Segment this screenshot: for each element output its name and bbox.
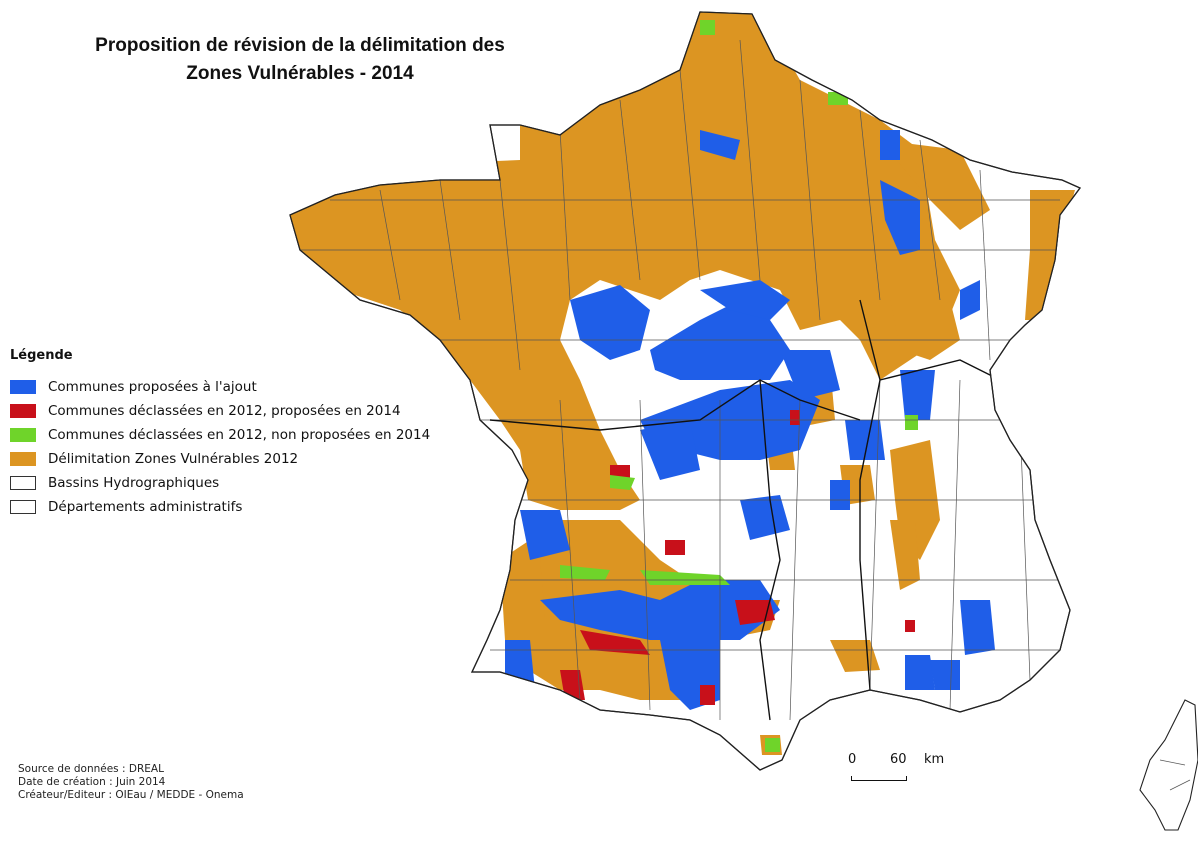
legend-swatch-outline — [10, 500, 36, 514]
scale-line — [851, 776, 907, 781]
scale-bar: 0 60 km — [846, 752, 956, 781]
legend-item-zones-2012: Délimitation Zones Vulnérables 2012 — [10, 447, 430, 471]
credits: Source de données : DREAL Date de créati… — [18, 763, 244, 802]
legend-title: Légende — [10, 348, 73, 363]
map-title: Proposition de révision de la délimitati… — [20, 32, 580, 88]
legend-swatch-green — [10, 428, 36, 442]
legend-swatch-outline — [10, 476, 36, 490]
communes-declassees-non-proposees-layer — [560, 20, 918, 752]
credit-creator: Créateur/Editeur : OIEau / MEDDE - Onema — [18, 789, 244, 801]
legend-item-bassins: Bassins Hydrographiques — [10, 471, 430, 495]
scale-zero: 0 — [848, 752, 857, 767]
legend-label: Communes déclassées en 2012, non proposé… — [48, 427, 431, 443]
legend-swatch-blue — [10, 380, 36, 394]
legend-label: Délimitation Zones Vulnérables 2012 — [48, 451, 299, 467]
legend-swatch-orange — [10, 452, 36, 466]
legend-label: Départements administratifs — [48, 499, 243, 515]
legend-item-declassees-non-proposees: Communes déclassées en 2012, non proposé… — [10, 423, 430, 447]
legend-item-ajout: Communes proposées à l'ajout — [10, 375, 430, 399]
scale-unit: km — [924, 752, 945, 767]
scale-value: 60 — [890, 752, 907, 767]
title-line-1: Proposition de révision de la délimitati… — [95, 35, 505, 56]
legend-item-departements: Départements administratifs — [10, 495, 430, 519]
bassins-boundaries — [489, 299, 1001, 721]
corsica-outline — [1139, 699, 1198, 831]
corsica-boundaries — [1159, 759, 1191, 791]
legend-item-declassees-proposees: Communes déclassées en 2012, proposées e… — [10, 399, 430, 423]
credit-date: Date de création : Juin 2014 — [18, 776, 166, 788]
legend-label: Bassins Hydrographiques — [48, 475, 220, 491]
title-line-2: Zones Vulnérables - 2014 — [186, 63, 414, 84]
communes-ajout-layer — [505, 130, 1020, 710]
zone-layers — [290, 12, 1075, 755]
legend-label: Communes proposées à l'ajout — [48, 379, 257, 395]
legend-swatch-red — [10, 404, 36, 418]
legend-label: Communes déclassées en 2012, proposées e… — [48, 403, 401, 419]
credit-source: Source de données : DREAL — [18, 763, 164, 775]
legend: Légende Communes proposées à l'ajout Com… — [10, 348, 430, 519]
departements-boundaries — [300, 39, 1060, 721]
